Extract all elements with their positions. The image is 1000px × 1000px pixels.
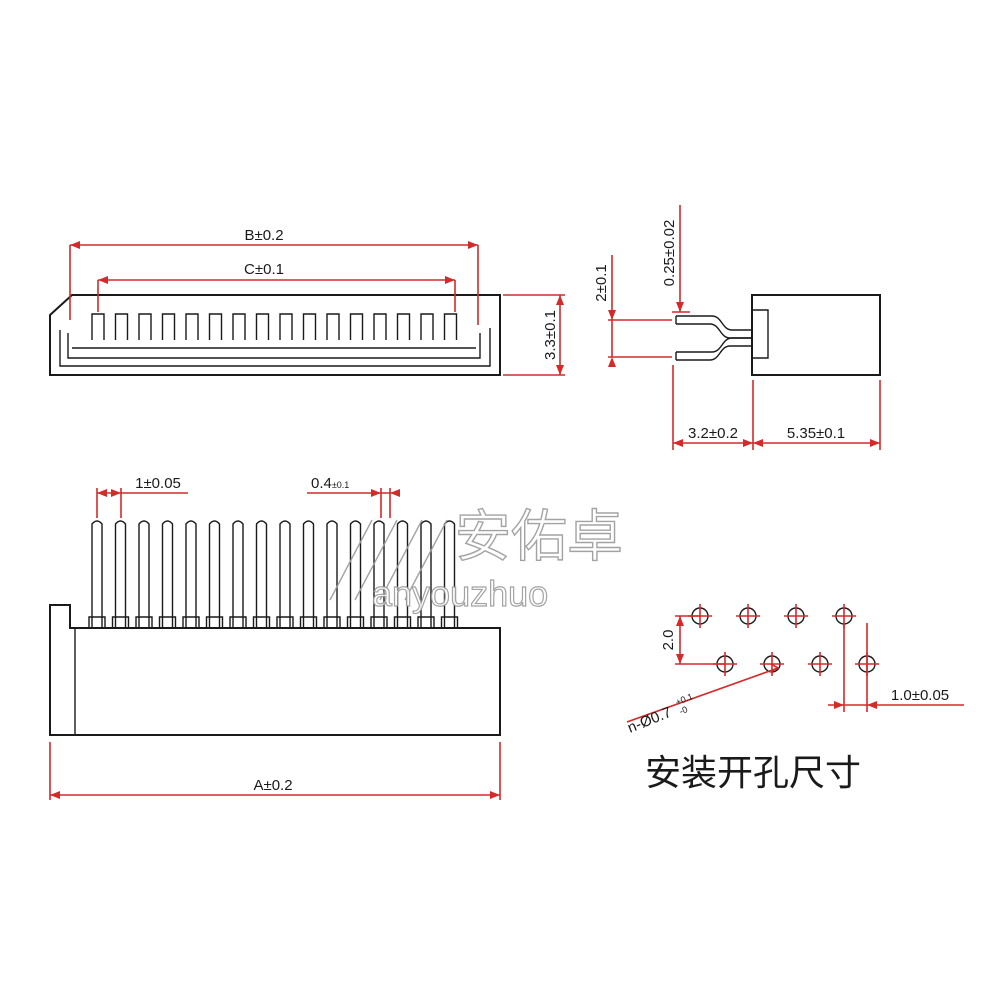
dim-height: 3.3±0.1	[503, 294, 565, 376]
top-view	[49, 520, 501, 736]
front-pin	[396, 313, 411, 340]
front-pin	[349, 313, 364, 340]
pin-slot	[111, 616, 130, 628]
dim-a: A±0.2	[49, 742, 501, 800]
top-pin	[114, 520, 127, 628]
top-pin	[138, 520, 150, 628]
watermark-latin: anyouzhuo	[372, 573, 548, 614]
pin-slot	[182, 616, 200, 628]
front-pin	[302, 313, 317, 340]
top-pin	[255, 520, 268, 628]
top-pin	[185, 520, 197, 628]
front-pin	[255, 313, 270, 340]
dim-row-spacing: 2.0	[660, 615, 725, 665]
front-pin	[114, 313, 129, 340]
dim-pin-thickness: 0.25±0.02	[661, 205, 690, 313]
top-pin	[161, 520, 174, 628]
dim-a-label: A±0.2	[253, 777, 292, 794]
pin-slot	[393, 616, 412, 628]
dim-pin-width: 0.4±0.1	[307, 475, 400, 518]
pin-slot	[252, 616, 271, 628]
dim-hole-diameter-label: n-Ø0.7	[625, 704, 674, 737]
dim-pin-width-tolerance: ±0.1	[332, 480, 349, 490]
dim-pin-height: 2±0.1	[593, 255, 672, 367]
front-view	[49, 294, 501, 376]
top-pin	[373, 520, 385, 628]
pin-slot	[88, 616, 106, 628]
hole-grid	[688, 604, 879, 676]
front-pin	[232, 313, 246, 340]
dim-b: B±0.2	[69, 227, 479, 325]
dim-c: C±0.1	[97, 261, 456, 312]
dim-pin-height-label: 2±0.1	[593, 264, 610, 301]
pin-slot	[158, 616, 177, 628]
pin-slot	[135, 616, 153, 628]
top-pin	[208, 520, 221, 628]
pin-slot	[229, 616, 247, 628]
dim-c-label: C±0.1	[244, 261, 284, 278]
front-pin	[326, 313, 340, 340]
pin-slot	[417, 616, 435, 628]
dim-pin-thickness-label: 0.25±0.02	[661, 220, 678, 287]
dim-hole-offset: 1.0±0.05	[828, 623, 964, 712]
dim-pitch-label: 1±0.05	[135, 475, 181, 492]
front-pin	[208, 313, 223, 340]
dim-pin-width-label: 0.4	[311, 475, 332, 492]
top-pin-row	[88, 520, 459, 628]
top-pin	[396, 520, 409, 628]
top-pin	[279, 520, 291, 628]
pin-slot	[276, 616, 294, 628]
watermark: 安佑卓 anyouzhuo	[329, 504, 624, 615]
dim-body-depth-label: 5.35±0.1	[787, 425, 845, 442]
front-pin-row	[91, 313, 458, 340]
front-pin	[91, 313, 105, 340]
top-pin	[420, 520, 432, 628]
dim-hole-tol-minus: -0	[678, 704, 689, 716]
pin-slot	[205, 616, 224, 628]
dim-b-label: B±0.2	[244, 227, 283, 244]
top-pin	[326, 520, 338, 628]
front-pin	[138, 313, 152, 340]
svg-text:0.4±0.1: 0.4±0.1	[311, 475, 349, 492]
front-pin	[161, 313, 176, 340]
front-pin	[279, 313, 293, 340]
dim-lead-depth: 3.2±0.2 5.35±0.1	[672, 365, 881, 450]
top-pin	[349, 520, 362, 628]
pin-slot	[440, 616, 459, 628]
front-pin	[373, 313, 387, 340]
pin-slot	[323, 616, 341, 628]
pin-slot	[370, 616, 388, 628]
hole-layout: 2.0 1.0±0.05 n-Ø0.7 +0.1 -0	[625, 604, 964, 737]
watermark-chinese: 安佑卓	[455, 505, 623, 570]
dim-row-spacing-label: 2.0	[660, 630, 677, 651]
side-view	[675, 294, 881, 376]
top-pin	[91, 520, 103, 628]
dim-hole-offset-label: 1.0±0.05	[891, 687, 949, 704]
dim-pitch: 1±0.05	[96, 475, 188, 518]
front-pin	[443, 313, 458, 340]
top-pin	[302, 520, 315, 628]
dim-height-label: 3.3±0.1	[542, 310, 559, 360]
front-pin	[185, 313, 199, 340]
hole-layout-caption: 安装开孔尺寸	[645, 753, 861, 794]
dim-hole-diameter: n-Ø0.7 +0.1 -0	[625, 663, 780, 737]
pin-slot	[346, 616, 365, 628]
top-pin	[232, 520, 244, 628]
pin-slot	[299, 616, 318, 628]
front-pin	[420, 313, 434, 340]
dim-lead-length-label: 3.2±0.2	[688, 425, 738, 442]
